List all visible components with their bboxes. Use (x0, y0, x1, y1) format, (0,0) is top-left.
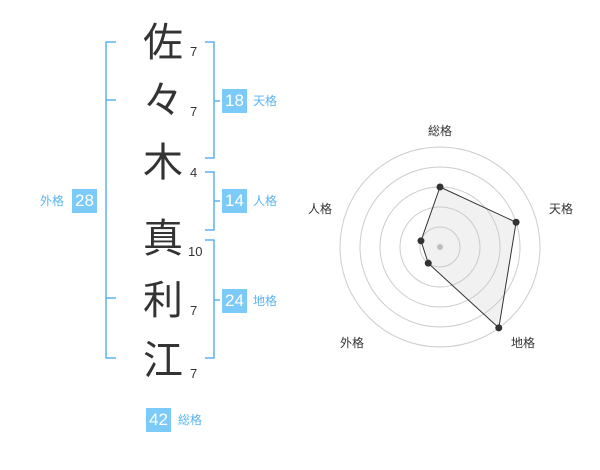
radar-point-3 (424, 259, 432, 267)
stroke-count-2: 7 (190, 104, 198, 119)
radar-axis-label-gaikaku: 外格 (340, 336, 365, 350)
stroke-count-3: 4 (190, 165, 198, 180)
tenkaku-value-badge: 18 (222, 89, 247, 113)
stroke-count-4: 10 (188, 244, 203, 259)
name-char-1: 佐 (143, 20, 183, 66)
name-char-3: 木 (143, 140, 183, 186)
radar-point-0 (436, 183, 444, 191)
gaikaku-value-badge: 28 (72, 189, 97, 213)
name-char-5: 利 (143, 278, 183, 324)
radar-ring (399, 206, 481, 288)
radar-ring (419, 226, 461, 268)
stroke-count-6: 7 (190, 366, 198, 381)
radar-axis-label-jinkaku: 人格 (308, 202, 333, 216)
gaikaku-bracket (105, 41, 116, 359)
radar-ring (339, 146, 541, 348)
stroke-count-5: 7 (190, 303, 198, 318)
stroke-count-1: 7 (190, 44, 198, 59)
tenkaku-label: 天格 (253, 94, 278, 108)
tenkaku-bracket (205, 41, 215, 159)
radar-axis-label-soukaku: 総格 (428, 124, 453, 138)
soukaku-label: 総格 (178, 413, 203, 427)
jinkaku-value-badge: 14 (222, 189, 247, 213)
radar-axis-label-chikaku: 地格 (511, 336, 536, 350)
radar-point-2 (495, 324, 503, 332)
chikaku-bracket (205, 239, 215, 359)
name-char-6: 江 (143, 338, 183, 384)
radar-ring (359, 166, 521, 328)
name-char-4: 真 (143, 216, 183, 262)
radar-point-4 (417, 237, 425, 245)
jinkaku-label: 人格 (253, 194, 278, 208)
name-char-2: 々 (143, 78, 183, 124)
radar-center (437, 244, 443, 250)
gaikaku-label: 外格 (40, 194, 65, 208)
soukaku-value-badge: 42 (146, 408, 171, 432)
radar-point-1 (512, 218, 520, 226)
chikaku-label: 地格 (253, 294, 278, 308)
chikaku-value-badge: 24 (222, 289, 247, 313)
radar-score-polygon (420, 186, 517, 329)
radar-axis-label-tenkaku: 天格 (549, 202, 574, 216)
